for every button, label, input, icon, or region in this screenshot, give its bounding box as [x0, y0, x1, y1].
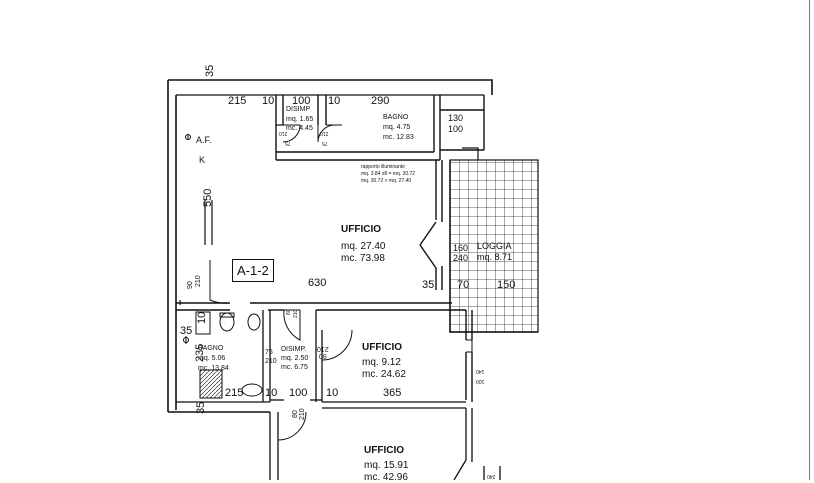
dim-door-75c: 75: [265, 349, 273, 356]
dim-mid-70: 70: [457, 279, 470, 291]
bathroom-bottom: [195, 310, 466, 409]
room-disimp-top-name: DISIMP: [286, 106, 311, 113]
room-ufficio-main-area: mq. 27.40: [341, 241, 386, 252]
room-bagno-top-volume: mc. 12.83: [383, 134, 414, 141]
dim-window-130: 130: [448, 113, 464, 123]
dim-top-35: 35: [204, 64, 216, 77]
dim-loggia-160: 160: [453, 243, 469, 253]
room-loggia-name: LOGGIA: [477, 241, 512, 251]
dim-loggia-240: 240: [453, 253, 469, 263]
dim-bottom-10: 10: [196, 311, 208, 324]
room-bagno-bottom-volume: mc. 13.84: [198, 365, 229, 372]
room-disimp-top-area: mq. 1.65: [286, 116, 314, 123]
rapporto-line1: rapporto illuminante: [361, 164, 405, 170]
partition-walls-top: [275, 95, 485, 161]
room-ufficio-bottom-volume: mc. 42.96: [364, 472, 408, 483]
dim-left-550: 550: [202, 188, 214, 207]
room-loggia-area: mq. 8.71: [477, 252, 513, 262]
dim-door-80a: 80: [286, 309, 292, 315]
room-ufficio-main-volume: mc. 73.98: [341, 253, 385, 264]
loggia: [449, 147, 539, 333]
room-bagno-top-area: mq. 4.75: [383, 124, 411, 131]
dim-bottom-35a: 35: [180, 325, 193, 337]
dim-bottom-215: 215: [225, 387, 244, 399]
dim-bottom-10b: 10: [326, 387, 339, 399]
dim-bottom-365: 365: [383, 387, 402, 399]
dim-mid-150: 150: [497, 279, 516, 291]
dim-door-210e: 210: [317, 345, 329, 352]
room-ufficio-bottom-name: UFFICIO: [364, 445, 404, 456]
room-ufficio-bottom-area: mq. 15.91: [364, 460, 409, 471]
dim-top-290: 290: [371, 95, 390, 107]
door-swings: [183, 124, 473, 441]
room-bagno-bottom-area: mq. 5.06: [198, 355, 226, 362]
room-disimp-bottom-name: DISIMP.: [281, 346, 307, 353]
dim-top-100: 100: [292, 95, 311, 107]
unit-code-label: A-1-2: [232, 259, 274, 282]
partition-walls-mid: [176, 302, 473, 402]
dim-mid-630: 630: [308, 277, 327, 289]
dim-door-210b: 210: [320, 130, 329, 136]
room-ufficio-mid-volume: mc. 24.62: [362, 369, 406, 380]
dim-door-210f: 210: [299, 408, 306, 420]
room-ufficio-mid-name: UFFICIO: [362, 342, 402, 353]
main-room-walls: [419, 160, 443, 290]
dim-door-75a: 75: [285, 140, 291, 146]
dim-door-210d: 210: [265, 358, 277, 365]
dim-bottom-100: 100: [289, 387, 308, 399]
dim-door-210a: 210: [279, 130, 288, 136]
room-ufficio-mid-area: mq. 9.12: [362, 357, 401, 368]
wall-stubs: [179, 124, 283, 305]
rapporto-line2: mq. 3.84 x8 = mq. 30.72: [361, 171, 416, 177]
k-label: K: [199, 155, 206, 165]
dim-bottom-10a: 10: [265, 387, 278, 399]
dim-top-10b: 10: [328, 95, 341, 107]
dim-mid-35: 35: [422, 279, 435, 291]
dim-right-100: 100: [476, 378, 485, 384]
dim-top-215: 215: [228, 95, 247, 107]
room-disimp-bottom-volume: mc. 6.75: [281, 364, 308, 371]
room-ufficio-main-name: UFFICIO: [341, 224, 381, 235]
exterior-walls: [167, 79, 493, 413]
dim-bottom-35b: 35: [195, 401, 207, 414]
dim-door-80b: 80: [292, 410, 299, 418]
dim-right-240: 240: [487, 473, 496, 479]
dim-door-left-210: 210: [195, 275, 202, 287]
dim-door-210c: 210: [293, 309, 299, 318]
room-disimp-bottom-area: mq. 2.50: [281, 355, 309, 362]
dim-bottom-235: 235: [194, 343, 206, 362]
room-disimp-top-volume: mc. 4.45: [286, 125, 313, 132]
rapporto-line3: mq. 30.72 > mq. 27.40: [361, 178, 412, 184]
page-edge-line: [809, 0, 810, 480]
dim-top-10a: 10: [262, 95, 275, 107]
dim-right-140: 140: [476, 368, 485, 374]
dim-door-90b: 90: [319, 352, 327, 359]
room-bagno-top-name: BAGNO: [383, 114, 409, 121]
room-bagno-bottom-name: BAGNO: [198, 345, 224, 352]
dim-door-left-90: 90: [187, 281, 194, 289]
dim-window-100: 100: [448, 124, 464, 134]
dim-door-75b: 75: [322, 140, 328, 146]
af-label: A.F.: [196, 135, 212, 145]
